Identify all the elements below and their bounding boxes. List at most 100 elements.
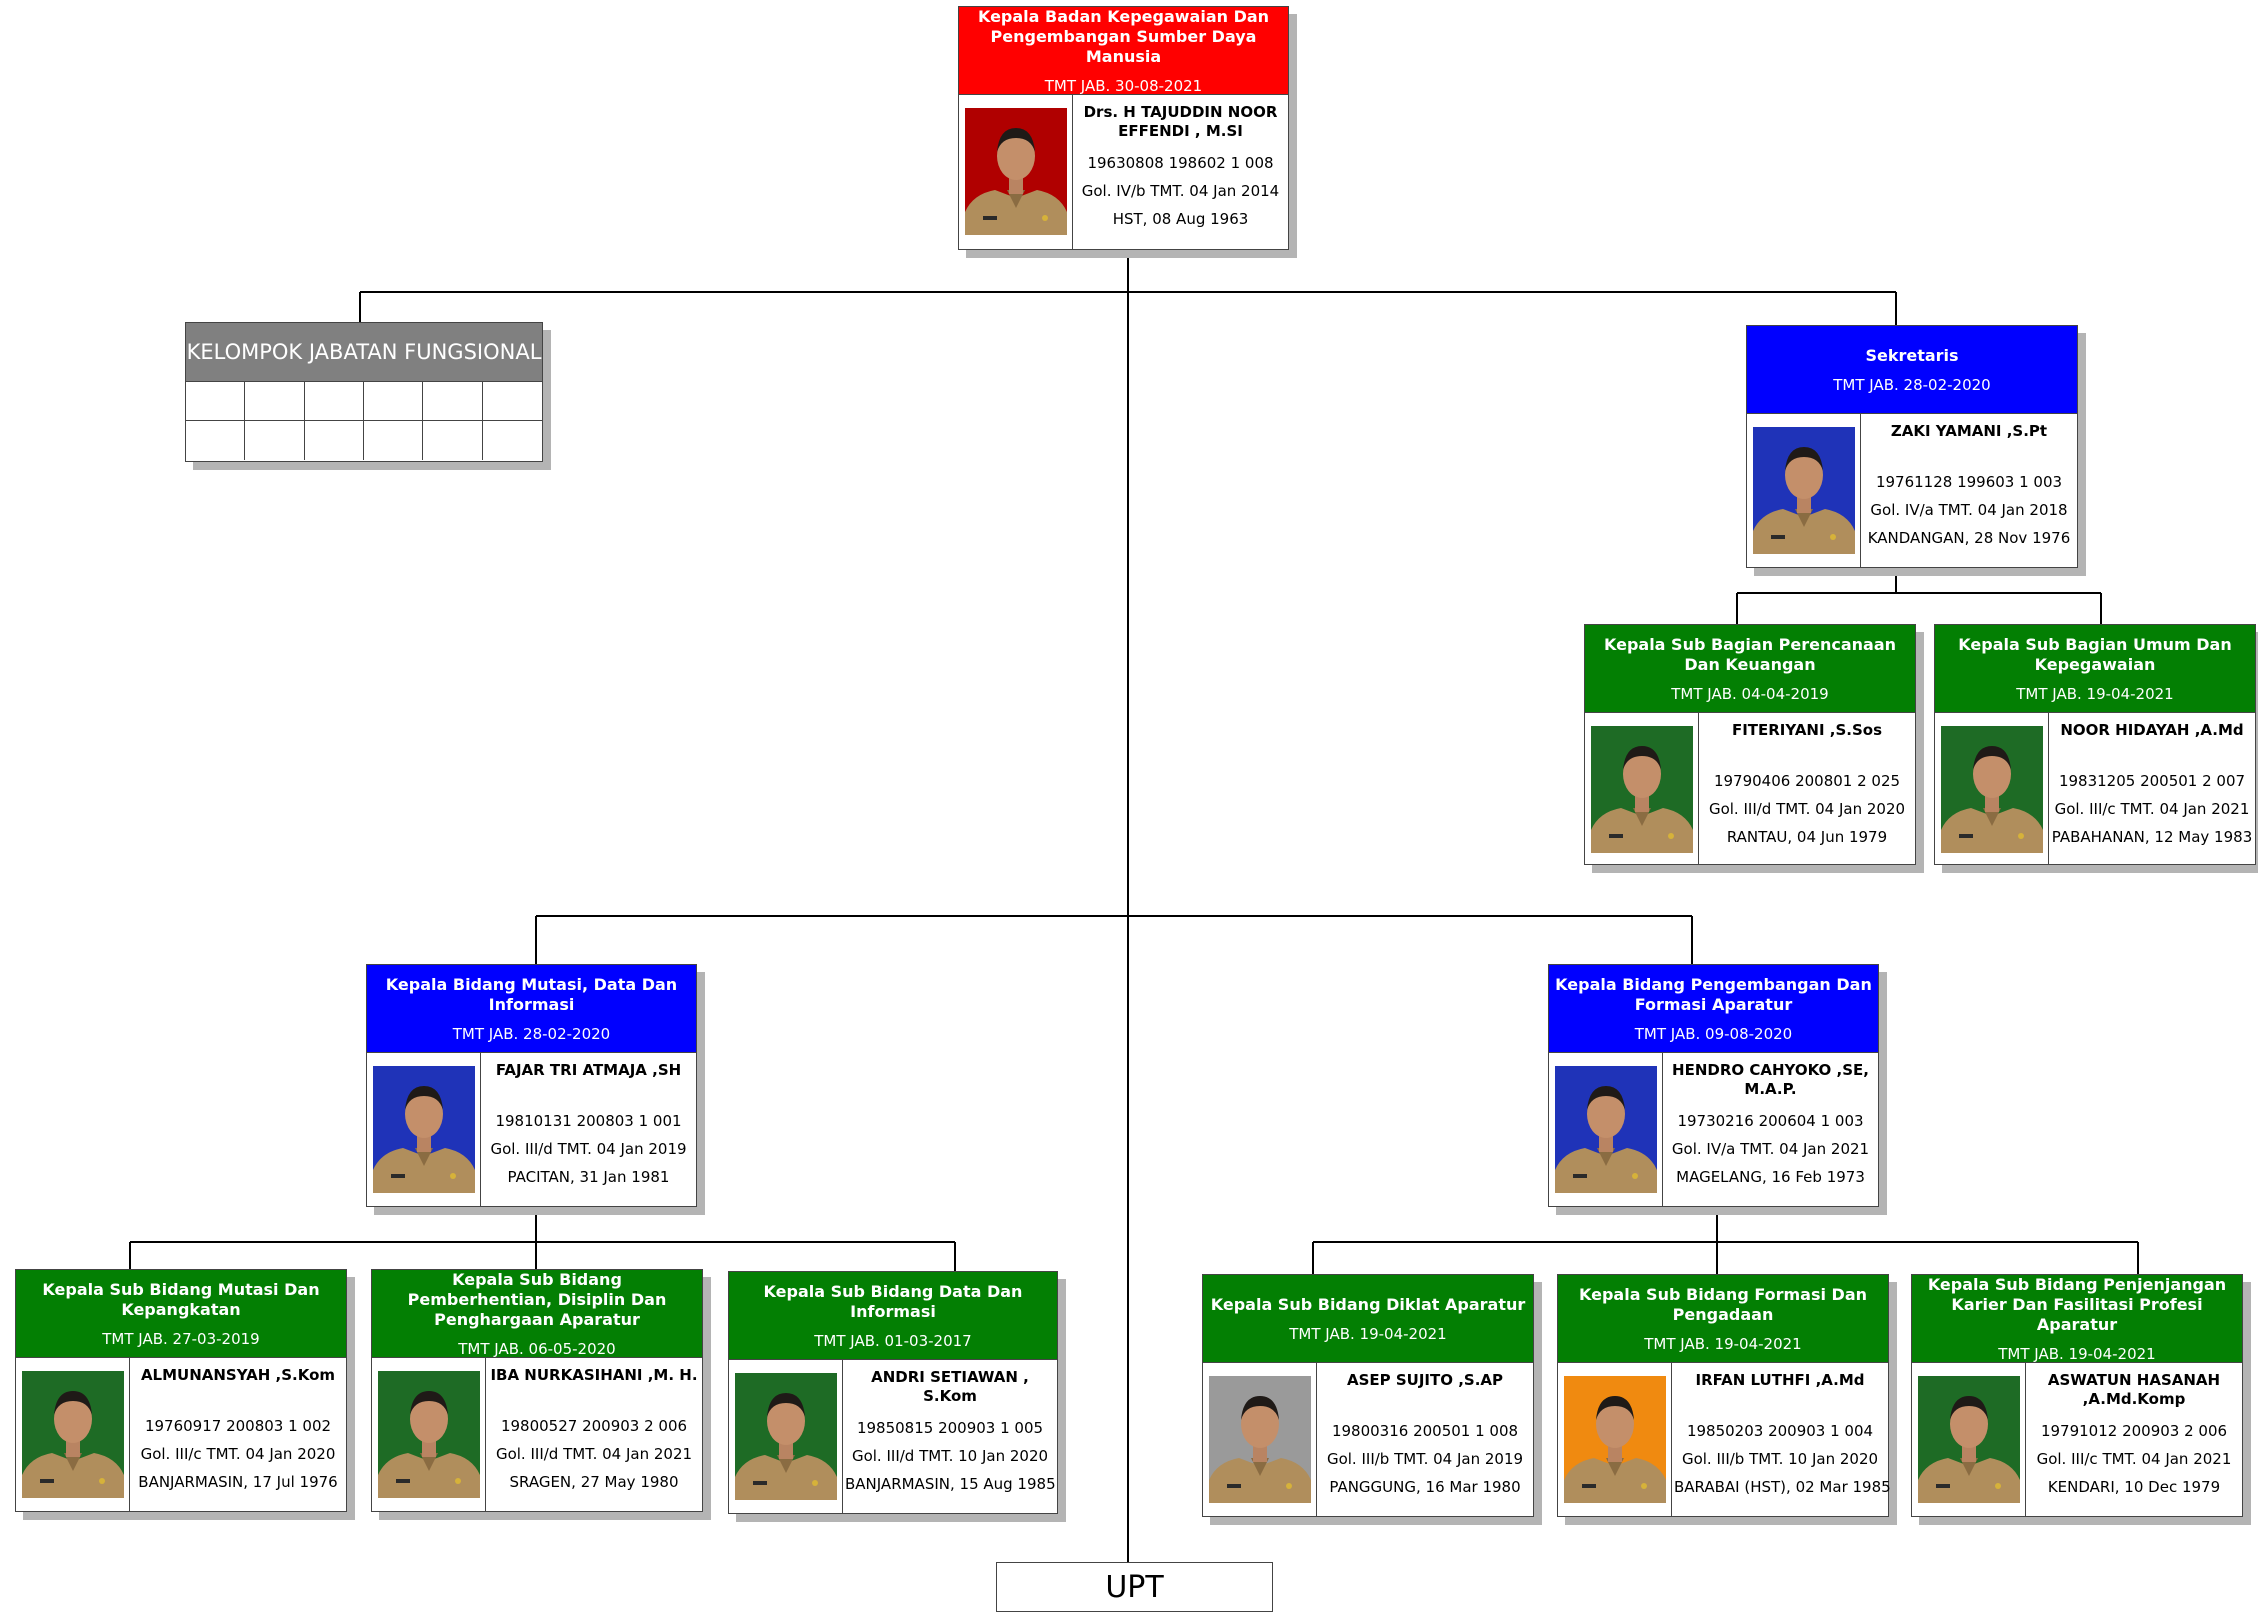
official-photo — [378, 1371, 480, 1498]
official-name: FITERIYANI ,S.Sos — [1731, 721, 1883, 739]
grid-cell — [186, 382, 246, 421]
official-golongan: Gol. III/c TMT. 04 Jan 2020 — [140, 1445, 336, 1463]
official-golongan: Gol. IV/b TMT. 04 Jan 2014 — [1081, 182, 1280, 200]
official-golongan: Gol. III/d TMT. 04 Jan 2021 — [495, 1445, 693, 1463]
official-birth: BARABAI (HST), 02 Mar 1985 — [1674, 1478, 1891, 1496]
position-header: Kepala Sub Bidang Mutasi Dan Kepangkatan… — [16, 1270, 346, 1358]
official-birth: BANJARMASIN, 17 Jul 1976 — [138, 1473, 338, 1491]
official-name: ASEP SUJITO ,S.AP — [1346, 1371, 1504, 1389]
official-info: IBA NURKASIHANI ,M. H.19800527 200903 2 … — [488, 1366, 700, 1496]
person-silhouette-icon — [965, 108, 1067, 235]
official-name: IBA NURKASIHANI ,M. H. — [490, 1366, 698, 1384]
grid-cell — [245, 382, 305, 421]
person-silhouette-icon — [1941, 726, 2043, 853]
position-tmt: TMT JAB. 09-08-2020 — [1634, 1024, 1793, 1043]
card-subbid-penjenjangan: Kepala Sub Bidang Penjenjangan Karier Da… — [1911, 1274, 2243, 1517]
position-title: Kepala Sub Bagian Umum Dan Kepegawaian — [1958, 634, 2232, 674]
divider — [1072, 95, 1073, 249]
official-photo — [735, 1373, 837, 1500]
divider — [2025, 1363, 2026, 1516]
position-title: Sekretaris — [1865, 345, 1959, 365]
divider — [1860, 414, 1861, 567]
position-title: Kepala Bidang Mutasi, Data Dan Informasi — [385, 974, 678, 1014]
person-silhouette-icon — [1753, 427, 1855, 554]
divider — [2048, 713, 2049, 864]
grid-cell — [423, 421, 483, 460]
person-silhouette-icon — [1591, 726, 1693, 853]
kelompok-jabatan-fungsional-box: KELOMPOK JABATAN FUNGSIONAL — [185, 322, 543, 462]
person-silhouette-icon — [373, 1066, 475, 1193]
official-photo — [1918, 1376, 2020, 1503]
upt-box: UPT — [996, 1562, 1273, 1612]
card-bidang-pengembangan: Kepala Bidang Pengembangan Dan Formasi A… — [1548, 964, 1879, 1207]
official-golongan: Gol. III/d TMT. 04 Jan 2020 — [1708, 800, 1906, 818]
official-info: HENDRO CAHYOKO ,SE, M.A.P.19730216 20060… — [1665, 1061, 1876, 1191]
official-photo — [373, 1066, 475, 1193]
kelompok-title: KELOMPOK JABATAN FUNGSIONAL — [186, 323, 542, 382]
position-tmt: TMT JAB. 19-04-2021 — [1998, 1344, 2156, 1363]
position-header: Kepala Bidang Mutasi, Data Dan Informasi… — [367, 965, 696, 1053]
position-title: Kepala Sub Bidang Diklat Aparatur — [1210, 1294, 1526, 1314]
official-nip: 19831205 200501 2 007 — [2058, 772, 2246, 790]
divider — [842, 1360, 843, 1513]
official-birth: RANTAU, 04 Jun 1979 — [1726, 828, 1888, 846]
card-kepala-badan: Kepala Badan Kepegawaian Dan Pengembanga… — [958, 6, 1289, 250]
position-title: Kepala Sub Bidang Data Dan Informasi — [763, 1281, 1023, 1321]
official-name: ZAKI YAMANI ,S.Pt — [1890, 422, 2048, 440]
person-silhouette-icon — [378, 1371, 480, 1498]
official-nip: 19630808 198602 1 008 — [1087, 154, 1274, 172]
position-title: Kepala Sub Bidang Mutasi Dan Kepangkatan — [42, 1279, 320, 1319]
divider — [480, 1053, 481, 1206]
official-name: NOOR HIDAYAH ,A.Md — [2060, 721, 2244, 739]
official-nip: 19810131 200803 1 001 — [495, 1112, 682, 1130]
position-header: Kepala Bidang Pengembangan Dan Formasi A… — [1549, 965, 1878, 1053]
official-photo — [1591, 726, 1693, 853]
official-nip: 19730216 200604 1 003 — [1677, 1112, 1864, 1130]
official-photo — [22, 1371, 124, 1498]
position-header: Kepala Sub Bidang Penjenjangan Karier Da… — [1912, 1275, 2242, 1363]
official-golongan: Gol. III/d TMT. 04 Jan 2019 — [490, 1140, 687, 1158]
official-photo — [1753, 427, 1855, 554]
official-birth: PANGGUNG, 16 Mar 1980 — [1329, 1478, 1521, 1496]
official-birth: HST, 08 Aug 1963 — [1112, 210, 1249, 228]
position-tmt: TMT JAB. 06-05-2020 — [458, 1339, 616, 1358]
person-silhouette-icon — [1555, 1066, 1657, 1193]
official-name: ALMUNANSYAH ,S.Kom — [140, 1366, 336, 1384]
official-nip: 19791012 200903 2 006 — [2040, 1422, 2228, 1440]
position-header: Kepala Sub Bagian Perencanaan Dan Keuang… — [1585, 625, 1915, 713]
official-nip: 19760917 200803 1 002 — [144, 1417, 332, 1435]
position-title: Kepala Sub Bagian Perencanaan Dan Keuang… — [1603, 634, 1897, 674]
official-birth: SRAGEN, 27 May 1980 — [509, 1473, 679, 1491]
official-birth: KENDARI, 10 Dec 1979 — [2047, 1478, 2221, 1496]
position-title: Kepala Sub Bidang Penjenjangan Karier Da… — [1927, 1274, 2227, 1334]
kelompok-grid — [186, 382, 542, 460]
person-silhouette-icon — [1209, 1376, 1311, 1503]
official-details: HENDRO CAHYOKO ,SE, M.A.P.19730216 20060… — [1549, 1053, 1878, 1206]
official-photo — [1555, 1066, 1657, 1193]
grid-cell — [186, 421, 246, 460]
official-golongan: Gol. III/d TMT. 10 Jan 2020 — [851, 1447, 1049, 1465]
position-tmt: TMT JAB. 04-04-2019 — [1671, 684, 1829, 703]
official-photo — [1941, 726, 2043, 853]
official-name: FAJAR TRI ATMAJA ,SH — [495, 1061, 682, 1079]
divider — [485, 1358, 486, 1511]
official-details: FAJAR TRI ATMAJA ,SH 19810131 200803 1 00… — [367, 1053, 696, 1206]
position-tmt: TMT JAB. 30-08-2021 — [1044, 76, 1203, 95]
